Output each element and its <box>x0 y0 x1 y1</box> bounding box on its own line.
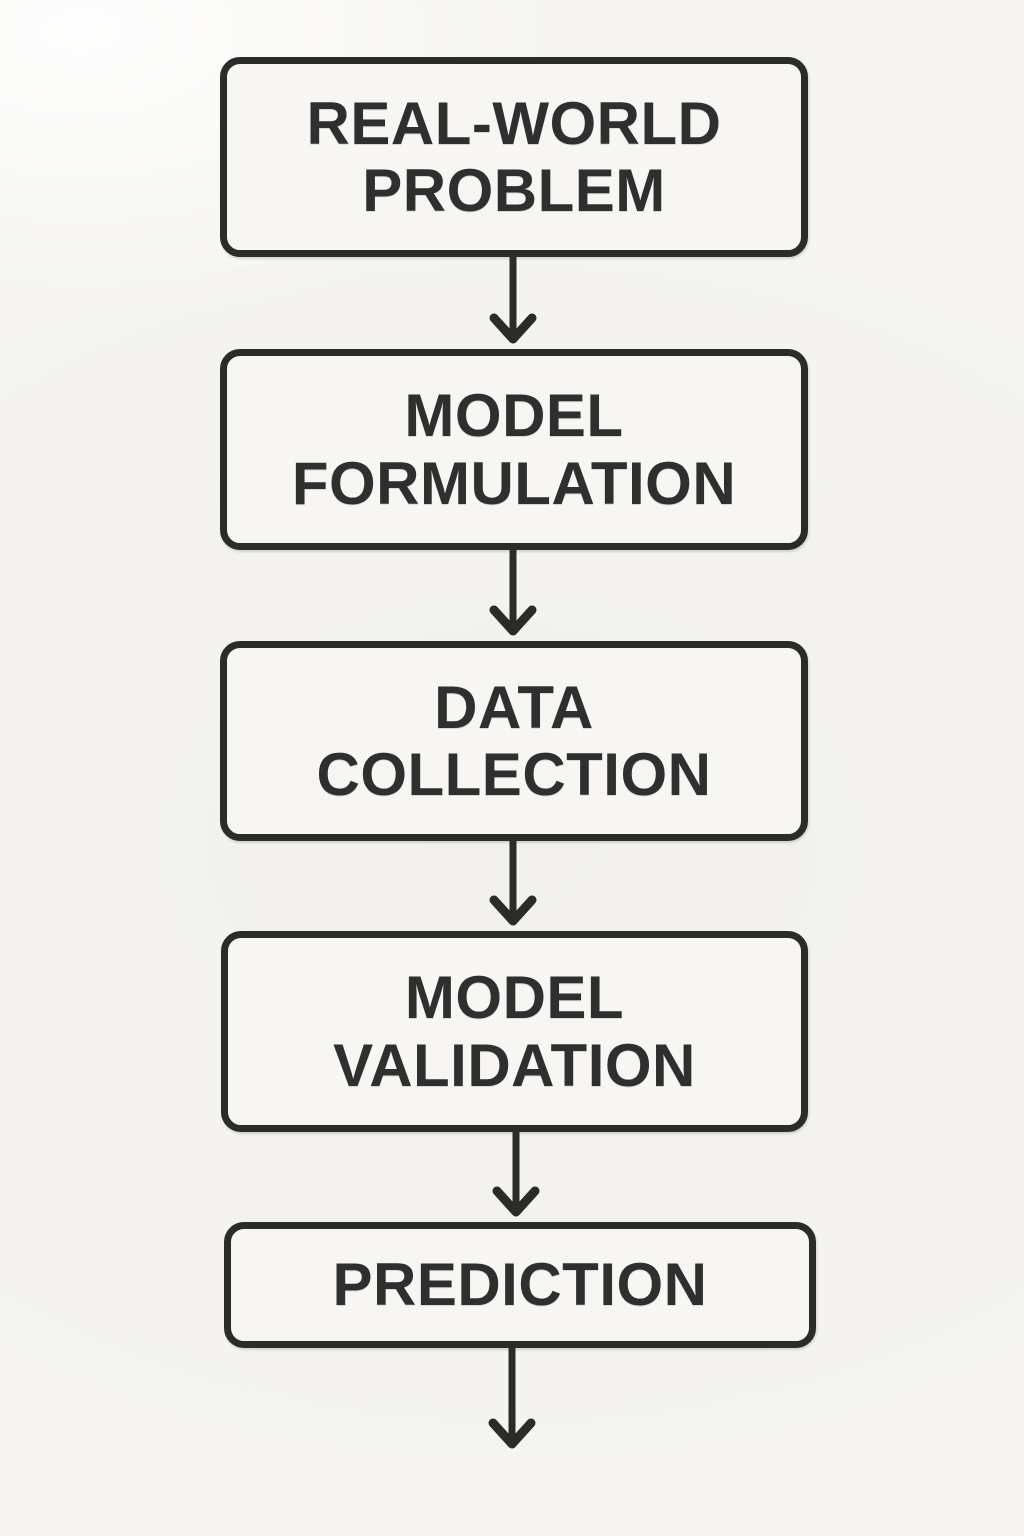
down-arrow-icon <box>488 1348 536 1449</box>
flow-step-model-formulation: MODEL FORMULATION <box>220 349 808 550</box>
flow-step-label: MODEL VALIDATION <box>333 964 696 1099</box>
down-arrow-icon <box>489 550 537 636</box>
flow-step-model-validation: MODEL VALIDATION <box>221 931 808 1132</box>
flow-step-prediction: PREDICTION <box>224 1222 816 1348</box>
down-arrow-icon <box>489 841 537 926</box>
down-arrow-icon <box>489 257 537 344</box>
flow-step-real-world-problem: REAL-WORLD PROBLEM <box>220 57 808 257</box>
flow-step-label: PREDICTION <box>332 1251 708 1319</box>
flow-step-label: DATA COLLECTION <box>316 673 712 808</box>
flow-step-label: MODEL FORMULATION <box>291 382 737 517</box>
flow-step-label: REAL-WORLD PROBLEM <box>306 89 722 224</box>
down-arrow-icon <box>492 1132 540 1217</box>
flow-step-data-collection: DATA COLLECTION <box>220 641 808 841</box>
